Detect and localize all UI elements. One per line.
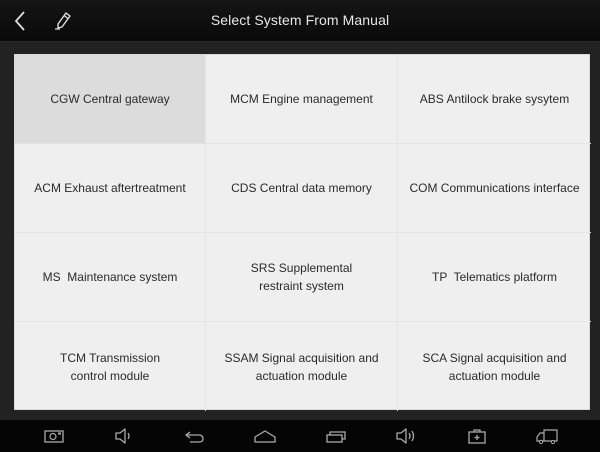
page-title: Select System From Manual [210,12,390,28]
home-button[interactable] [254,427,276,445]
android-nav-bar [0,420,600,452]
chevron-left-icon [14,11,25,31]
system-item-sca[interactable]: SCA Signal acquisition and actuation mod… [422,350,567,383]
system-item-cgw[interactable]: CGW Central gateway [15,55,206,144]
system-item-com[interactable]: COM Communications interface [398,144,591,233]
back-button[interactable] [10,9,32,33]
home-icon [254,430,276,443]
system-item-acm[interactable]: ACM Exhaust aftertreatment [15,144,206,233]
volume-up-button[interactable] [395,427,417,445]
screenshot-button[interactable] [43,427,65,445]
volume-down-button[interactable] [113,427,135,445]
nav-back-button[interactable] [184,427,206,445]
top-bar: Select System From Manual [0,0,600,42]
system-item-abs[interactable]: ABS Antilock brake sysytem [398,55,591,144]
volume-down-icon [115,428,130,444]
system-item-srs[interactable]: SRS Supplemental restraint system [206,233,398,322]
vehicle-truck-icon [536,429,558,445]
volume-up-icon [396,428,415,444]
diagnostics-button[interactable] [466,427,488,445]
vehicle-button[interactable] [536,427,558,445]
diagnostics-toolbox-icon [468,429,486,444]
pencil-icon [55,12,71,30]
system-item-tp[interactable]: TP Telematics platform [398,233,591,322]
system-item-cds[interactable]: CDS Central data memory [206,144,398,233]
system-item-ms[interactable]: MS Maintenance system [15,233,206,322]
screenshot-icon [44,430,64,443]
recent-apps-icon [326,431,346,443]
back-icon [184,431,204,443]
recent-apps-button[interactable] [325,427,347,445]
system-grid: CGW Central gateway MCM Engine managemen… [14,54,591,411]
system-item-mcm[interactable]: MCM Engine management [206,55,398,144]
system-item-tcm[interactable]: TCM Transmission control module [15,322,206,411]
system-item-ssam[interactable]: SSAM Signal acquisition and actuation mo… [206,322,398,411]
edit-button[interactable] [52,10,74,32]
